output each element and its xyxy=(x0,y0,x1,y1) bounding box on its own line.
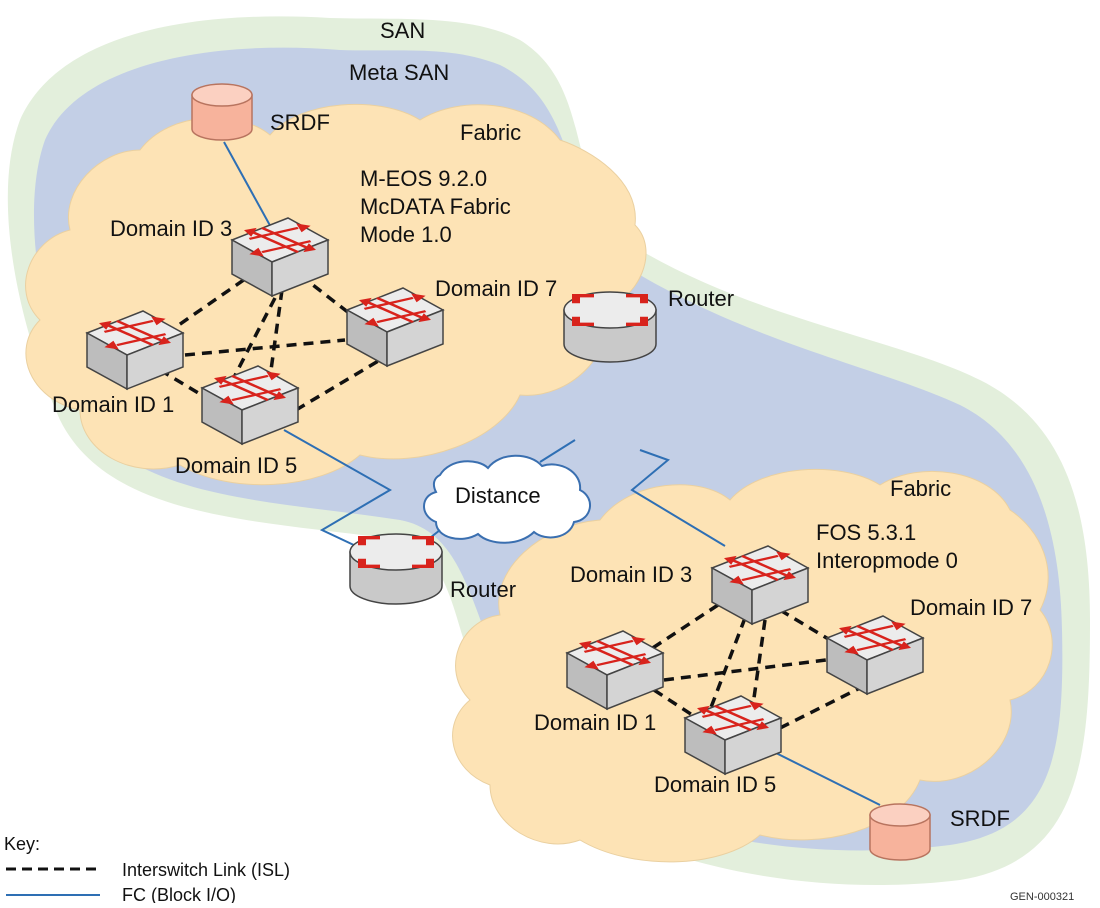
fabric-top-title: Fabric xyxy=(460,120,521,145)
fabric-bottom-domain7: Domain ID 7 xyxy=(910,595,1032,620)
fabric-bottom-line1: FOS 5.3.1 xyxy=(816,520,916,545)
router-bottom xyxy=(349,533,443,605)
fabric-bottom-title: Fabric xyxy=(890,476,951,501)
fabric-top-line1: M-EOS 9.2.0 xyxy=(360,166,487,191)
legend-isl-label: Interswitch Link (ISL) xyxy=(122,860,290,880)
legend-fc-label: FC (Block I/O) xyxy=(122,885,236,903)
figure-id: GEN-000321 xyxy=(1010,891,1074,903)
srdf-disk-top xyxy=(191,83,253,141)
fabric-bottom-domain1: Domain ID 1 xyxy=(534,710,656,735)
fabric-top-domain7: Domain ID 7 xyxy=(435,276,557,301)
fabric-top-domain5: Domain ID 5 xyxy=(175,453,297,478)
fabric-bottom-line2: Interopmode 0 xyxy=(816,548,958,573)
fabric-top-domain1: Domain ID 1 xyxy=(52,392,174,417)
fabric-bottom-domain3: Domain ID 3 xyxy=(570,562,692,587)
distance-cloud xyxy=(423,454,591,544)
isl-links-bottom xyxy=(641,603,869,730)
meta-san-label: Meta SAN xyxy=(349,60,449,85)
srdf-bottom-label: SRDF xyxy=(950,806,1010,831)
srdf-disk-bottom xyxy=(869,803,931,861)
legend-title: Key: xyxy=(4,834,40,854)
router-top xyxy=(563,291,657,363)
distance-label: Distance xyxy=(455,483,541,508)
fabric-top-line2: McDATA Fabric xyxy=(360,194,511,219)
legend: Key: Interswitch Link (ISL) FC (Block I/… xyxy=(4,834,290,905)
fabric-bottom-domain5: Domain ID 5 xyxy=(654,772,776,797)
fabric-top-cloud xyxy=(25,103,647,486)
srdf-top-label: SRDF xyxy=(270,110,330,135)
router-bottom-label: Router xyxy=(450,577,516,602)
router-top-label: Router xyxy=(668,286,734,311)
san-label: SAN xyxy=(380,18,425,43)
fabric-bottom-cloud xyxy=(452,468,1053,863)
fabric-top-domain3: Domain ID 3 xyxy=(110,216,232,241)
fabric-top-line3: Mode 1.0 xyxy=(360,222,452,247)
